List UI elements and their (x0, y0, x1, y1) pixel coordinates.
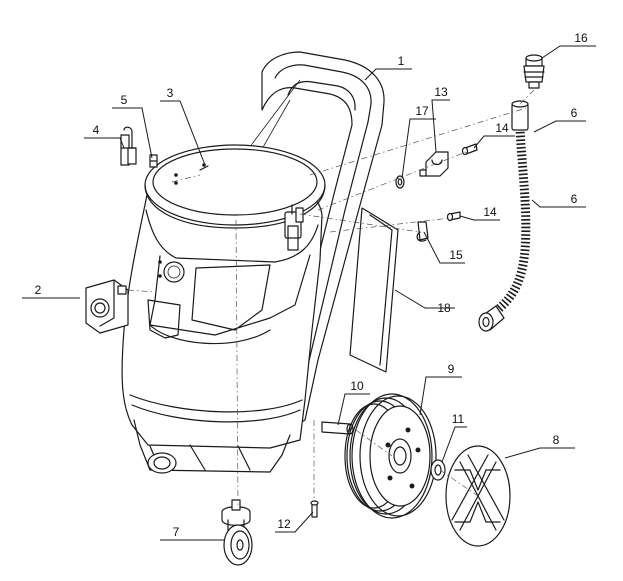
callout-leaders (22, 45, 596, 541)
callout-14-upper: 14 (495, 121, 509, 135)
bracket (419, 151, 449, 177)
callout-3: 3 (167, 86, 174, 100)
screw-upper (461, 143, 478, 156)
callout-10: 10 (350, 379, 364, 393)
callout-6-lower: 6 (571, 192, 578, 206)
castor-wheel (221, 499, 253, 566)
callout-17: 17 (415, 104, 429, 118)
switch-box (85, 279, 129, 334)
callout-16: 16 (574, 31, 588, 45)
callout-7: 7 (173, 525, 180, 539)
assembly-lines (127, 89, 535, 506)
callout-18: 18 (437, 301, 451, 315)
screw-lower (446, 211, 461, 222)
latch-clip (149, 154, 158, 168)
latch (120, 126, 137, 166)
tank-lid (144, 144, 326, 229)
hose-connector (523, 54, 545, 89)
screw (310, 500, 319, 518)
tank-body (121, 183, 323, 474)
hose (478, 100, 532, 332)
washer (430, 459, 446, 481)
callout-15: 15 (449, 248, 463, 262)
callout-11: 11 (452, 412, 465, 426)
tank-latch (284, 204, 304, 251)
callout-labels: 1 2 3 4 5 6 6 7 8 9 10 11 12 13 14 14 15… (35, 31, 588, 539)
rear-panel (349, 207, 399, 373)
callout-13: 13 (434, 85, 448, 99)
callout-6-upper: 6 (571, 106, 578, 120)
o-ring (395, 175, 405, 189)
callout-2: 2 (35, 283, 42, 297)
hook-clip (416, 221, 429, 242)
callout-14-lower: 14 (483, 205, 497, 219)
callout-4: 4 (93, 123, 100, 137)
callout-8: 8 (553, 433, 560, 447)
callout-5: 5 (121, 93, 128, 107)
rear-wheel (344, 393, 437, 519)
callout-12: 12 (277, 517, 291, 531)
callout-9: 9 (448, 362, 455, 376)
callout-1: 1 (398, 54, 405, 68)
